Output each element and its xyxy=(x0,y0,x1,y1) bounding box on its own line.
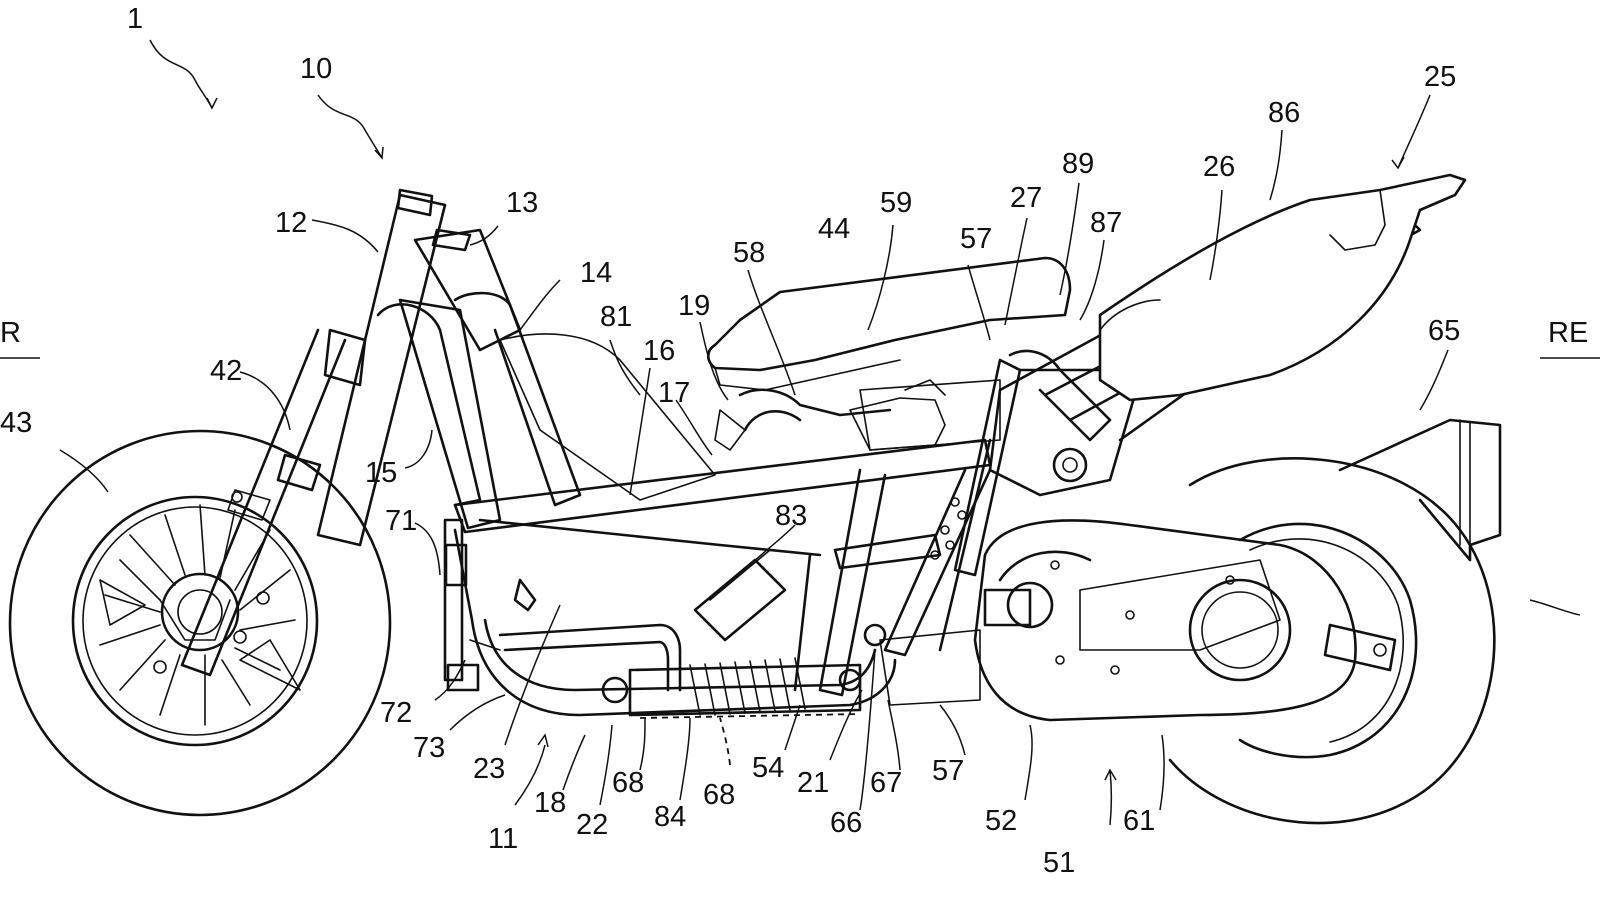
label-21: 21 xyxy=(797,767,829,799)
label-51: 51 xyxy=(1043,847,1075,879)
label-22: 22 xyxy=(576,809,608,841)
label-1: 1 xyxy=(127,3,143,35)
label-58: 58 xyxy=(733,237,765,269)
label-59: 59 xyxy=(880,187,912,219)
label-43: 43 xyxy=(0,407,32,439)
label-17: 17 xyxy=(658,377,690,409)
label-87: 87 xyxy=(1090,207,1122,239)
label-67: 67 xyxy=(870,767,902,799)
label-10: 10 xyxy=(300,53,332,85)
label-65: 65 xyxy=(1428,315,1460,347)
label-86: 86 xyxy=(1268,97,1300,129)
power-unit xyxy=(879,519,1387,722)
label-14: 14 xyxy=(580,257,612,289)
label-15: 15 xyxy=(365,457,397,489)
label-89: 89 xyxy=(1062,148,1094,180)
seat xyxy=(706,256,1072,391)
leader-lines xyxy=(0,39,1600,826)
label-11: 11 xyxy=(488,823,518,855)
front-wheel xyxy=(8,429,392,817)
label-72: 72 xyxy=(380,697,412,729)
label-54: 54 xyxy=(752,752,784,784)
label-26: 26 xyxy=(1203,151,1235,183)
label-13: 13 xyxy=(506,187,538,219)
label-73: 73 xyxy=(413,732,445,764)
label-27: 27 xyxy=(1010,182,1042,214)
engine-area xyxy=(443,379,1001,719)
label-81: 81 xyxy=(600,301,632,333)
reference-numerals: 1 10 12 13 14 81 16 19 17 58 44 59 57 27… xyxy=(0,3,1588,879)
label-25: 25 xyxy=(1424,61,1456,93)
label-84: 84 xyxy=(654,801,686,833)
label-52: 52 xyxy=(985,805,1017,837)
label-83: 83 xyxy=(775,500,807,532)
label-44: 44 xyxy=(818,213,850,245)
label-66: 66 xyxy=(830,807,862,839)
label-68-b: 68 xyxy=(703,779,735,811)
label-23: 23 xyxy=(473,753,505,785)
direction-rear-label: RE xyxy=(1548,317,1588,349)
direction-front-label: R xyxy=(0,317,21,349)
label-18: 18 xyxy=(534,787,566,819)
label-68-a: 68 xyxy=(612,767,644,799)
label-12: 12 xyxy=(275,207,307,239)
rear-wheel xyxy=(1168,418,1502,825)
label-16: 16 xyxy=(643,335,675,367)
front-fork xyxy=(153,328,367,677)
label-61: 61 xyxy=(1123,805,1155,837)
label-19: 19 xyxy=(678,290,710,322)
label-42: 42 xyxy=(210,355,242,387)
label-57-top: 57 xyxy=(960,223,992,255)
label-71: 71 xyxy=(385,505,417,537)
label-57-bottom: 57 xyxy=(932,755,964,787)
rear-cowl xyxy=(1098,173,1467,402)
